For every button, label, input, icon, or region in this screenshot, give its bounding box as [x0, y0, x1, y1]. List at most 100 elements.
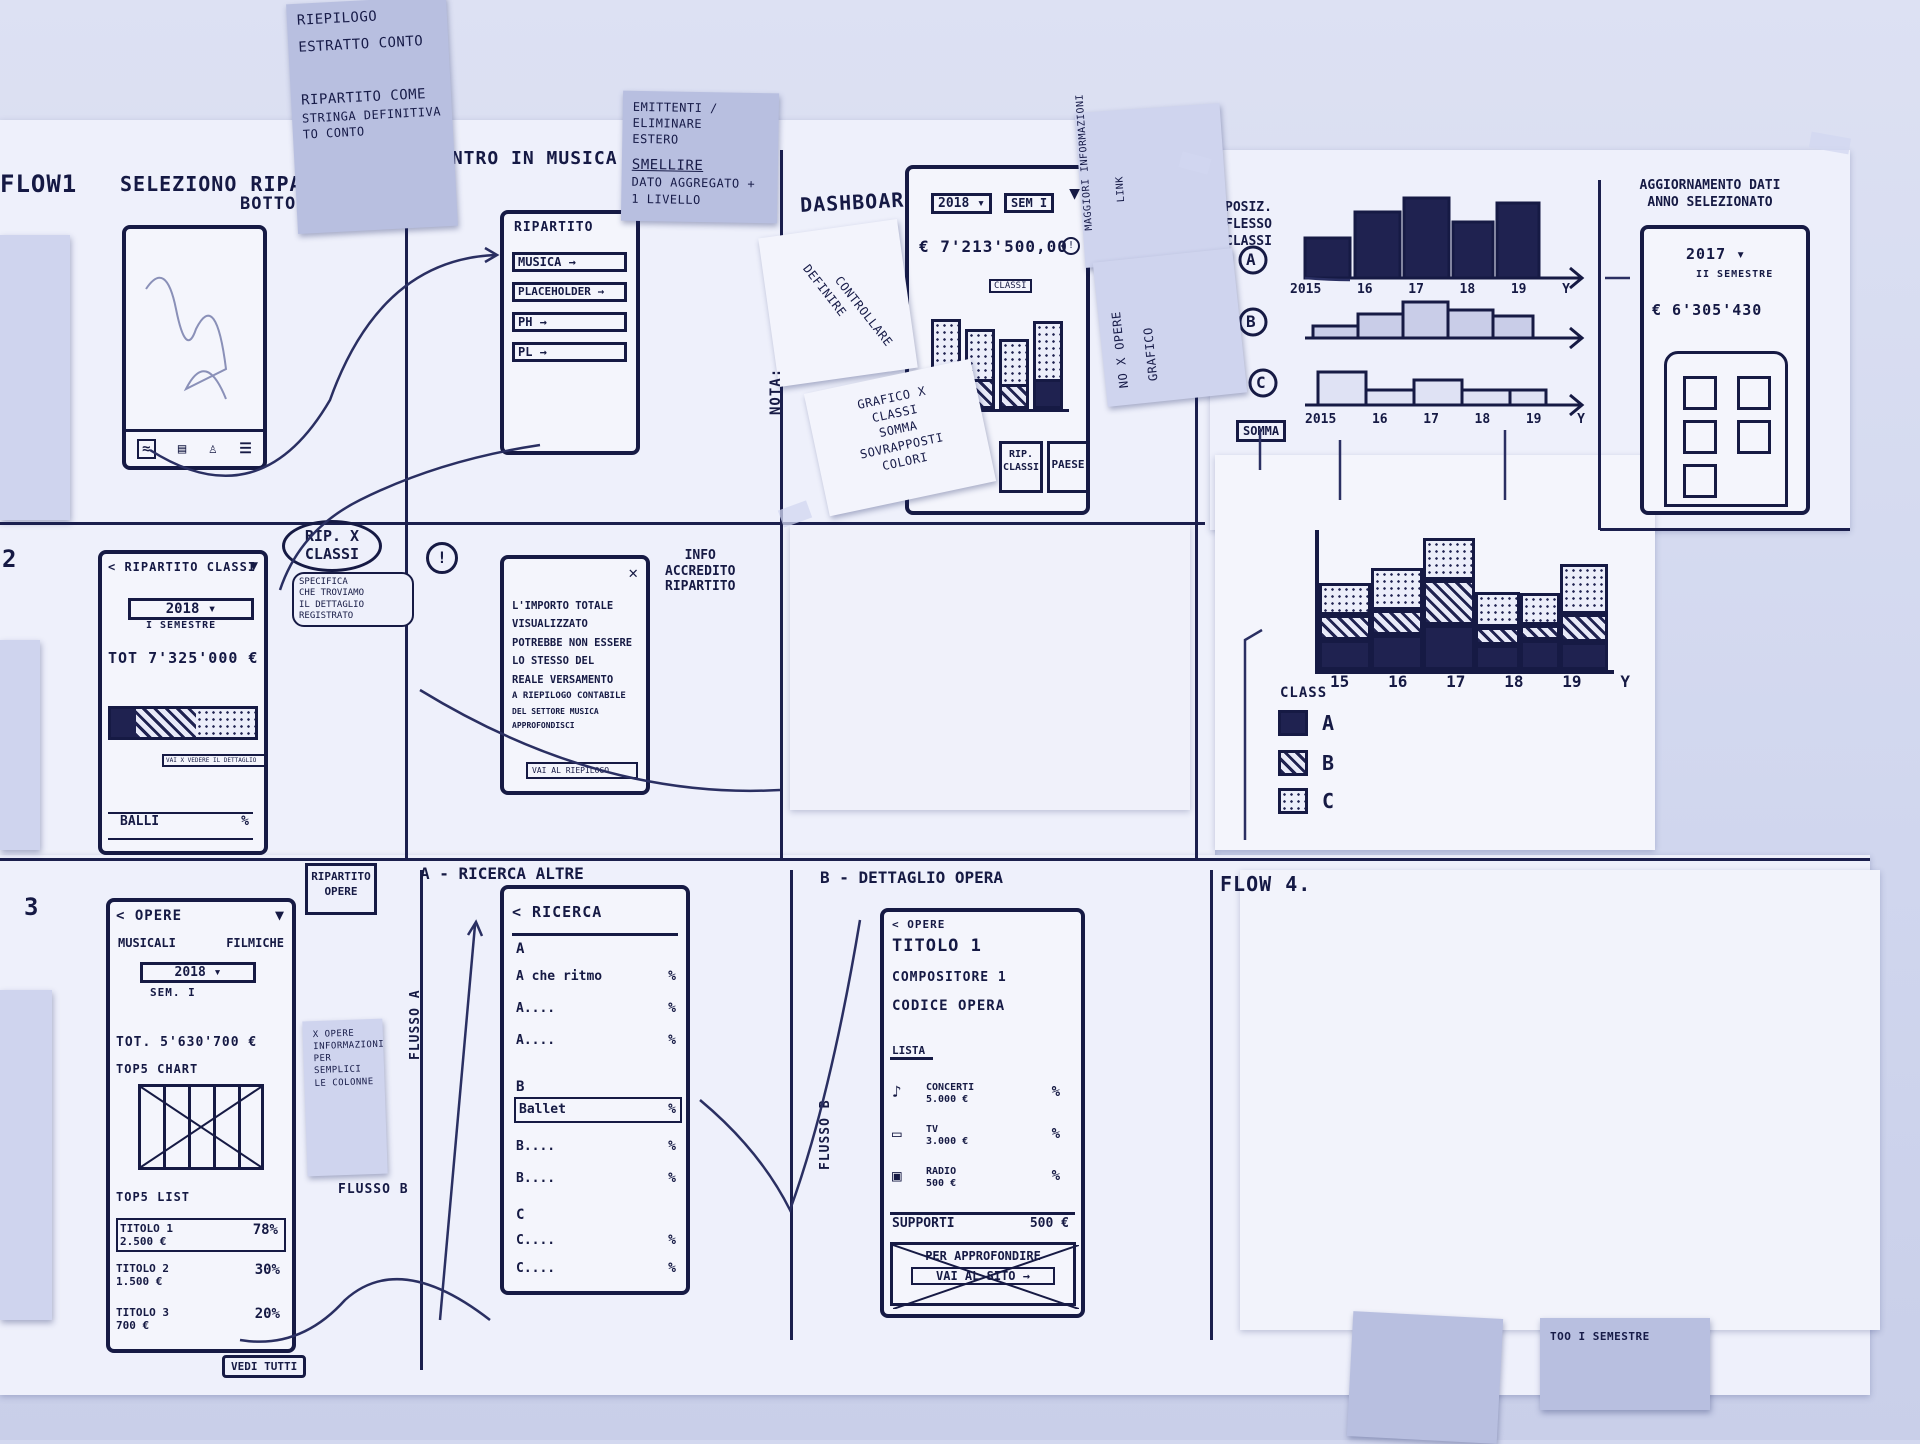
note-line: ESTERO	[632, 132, 679, 147]
opere-year-select[interactable]: 2018 ▾	[140, 962, 256, 983]
update-title: AGGIORNAMENTO DATI ANNO SELEZIONATO	[1605, 178, 1815, 212]
see-all-button[interactable]: VEDI TUTTI	[222, 1355, 307, 1378]
flow1-phone-home: ≈ ▤ ♙ ☰	[122, 225, 267, 470]
menu-item-musica[interactable]: MUSICA →	[512, 252, 627, 272]
close-icon[interactable]: ✕	[628, 563, 638, 582]
user-tab-icon[interactable]: ♙	[208, 441, 218, 457]
dash-class-button[interactable]: CLASSI	[989, 279, 1032, 293]
top-list-item-3[interactable]: TITOLO 3 700 € 20%	[116, 1306, 286, 1332]
info-icon[interactable]: !	[1062, 237, 1080, 255]
stacked-segment-c	[1560, 564, 1608, 614]
flow4-blank-sheet	[1240, 870, 1880, 1330]
row-label: B....	[516, 1139, 556, 1154]
stacked-segment-b	[1520, 625, 1560, 640]
grid-tile[interactable]	[1737, 376, 1771, 410]
menu-item-pl[interactable]: PL →	[512, 342, 627, 362]
stacked-segment-c	[1475, 592, 1520, 627]
ricerca-row[interactable]: C....%	[516, 1261, 676, 1276]
year-tick: 17	[1446, 672, 1466, 691]
grid-horizontal-1	[0, 522, 1205, 525]
dash-sem-value: SEM I	[1011, 196, 1048, 210]
bubble-note: SPECIFICA CHE TROVIAMO IL DETTAGLIO REGI…	[292, 572, 414, 627]
modal-line: POTREBBE NON ESSERE	[512, 636, 633, 649]
legend-swatch-a	[1278, 710, 1308, 736]
ricerca-row-selected[interactable]: Ballet%	[514, 1097, 682, 1123]
flusso-b-label: FLUSSO B	[338, 1182, 409, 1197]
modal-line: REALE VERSAMENTO	[512, 673, 614, 686]
classes-semester: I SEMESTRE	[146, 620, 217, 631]
row-pct: %	[668, 1033, 676, 1048]
balli-label: BALLI	[120, 814, 160, 829]
dash-year-select[interactable]: 2018 ▾	[931, 193, 992, 214]
warning-icon: !	[426, 542, 458, 574]
filter-icon[interactable]: ▼	[274, 906, 284, 924]
ricerca-header: < RICERCA	[512, 903, 603, 921]
stacked-segment-c	[1371, 568, 1423, 610]
stacked-segment-b	[1371, 610, 1423, 635]
grid-horizontal-2	[0, 858, 1870, 861]
sticky-note-no-opere: NO X OPERE GRAFICO	[1092, 248, 1248, 407]
ricerca-row[interactable]: A che ritmo%	[516, 969, 676, 984]
stacked-segment-a	[1475, 645, 1520, 670]
dettaglio-phone: < OPERE TITOLO 1 COMPOSITORE 1 CODICE OP…	[880, 908, 1085, 1318]
note-line: SMELLIRE	[631, 156, 704, 174]
dash-rip-classi-button[interactable]: RIP. CLASSI	[999, 441, 1043, 493]
work-code: CODICE OPERA	[892, 998, 1006, 1014]
ricerca-row[interactable]: C....%	[516, 1233, 676, 1248]
classes-row-balli[interactable]: BALLI %	[108, 812, 253, 840]
sticky-note-definire: DEFINIRE CONTROLLARE	[758, 218, 918, 388]
dash-sem-select[interactable]: SEM I	[1004, 193, 1055, 213]
dash-paese-button[interactable]: PAESE	[1047, 441, 1089, 493]
row-pct: %	[668, 1233, 676, 1248]
grid-tile[interactable]	[1737, 420, 1771, 454]
info-title-line: INFO	[684, 548, 716, 563]
tv-icon: ▭	[892, 1124, 902, 1143]
legend-title: CLASS	[1280, 685, 1328, 701]
opere-tab-musicali[interactable]: MUSICALI	[118, 936, 176, 950]
row-label: C....	[516, 1261, 556, 1276]
grid-tile[interactable]	[1683, 376, 1717, 410]
modal-riepilogo-button[interactable]: VAI AL RIEPILOGO	[526, 762, 638, 779]
ricerca-row[interactable]: A....%	[516, 1033, 676, 1048]
section-a: A	[516, 941, 526, 957]
note-line: GRAFICO	[1140, 326, 1161, 382]
lista-tab[interactable]: LISTA	[890, 1044, 934, 1060]
legend-item-c: C	[1278, 788, 1334, 814]
stacked-segment-a	[1319, 640, 1371, 670]
grid-tile[interactable]	[1683, 464, 1717, 498]
list-tab-icon[interactable]: ▤	[177, 441, 187, 457]
item-title: TITOLO 3	[116, 1306, 169, 1319]
top-list-item-2[interactable]: TITOLO 2 1.500 € 30%	[116, 1262, 286, 1288]
classes-bar-segment-c	[196, 709, 255, 737]
note-line: ESTRATTO CONTO	[297, 33, 424, 56]
rip-classi-bubble: RIP. X CLASSI	[282, 520, 382, 572]
row-amount: 500 €	[926, 1178, 957, 1189]
filter-icon[interactable]: ▼	[1069, 183, 1080, 204]
ricerca-row[interactable]: B....%	[516, 1139, 676, 1154]
menu-header: RIPARTITO	[514, 220, 594, 235]
ricerca-row[interactable]: A....%	[516, 1001, 676, 1016]
stacked-segment-a	[1423, 625, 1475, 670]
menu-item-ph[interactable]: PH →	[512, 312, 627, 332]
grid-horizontal-3	[1600, 528, 1850, 531]
ricerca-row[interactable]: B....%	[516, 1171, 676, 1186]
classes-detail-button[interactable]: VAI X VEDERE IL DETTAGLIO	[162, 754, 268, 767]
filter-icon[interactable]: ▼	[249, 558, 258, 574]
settings-tab-icon[interactable]: ☰	[239, 441, 252, 457]
item-pct: 30%	[254, 1262, 280, 1278]
chart-tab-icon[interactable]: ≈	[137, 439, 156, 459]
classes-year-select[interactable]: 2018 ▾	[128, 598, 254, 620]
opere-tab-filmiche[interactable]: FILMICHE	[226, 936, 284, 950]
grid-tile[interactable]	[1683, 420, 1717, 454]
row-label-a: A	[1246, 250, 1257, 269]
blank-panel	[790, 525, 1190, 810]
legend-swatch-c	[1278, 788, 1308, 814]
menu-item-placeholder[interactable]: PLACEHOLDER →	[512, 282, 627, 302]
info-title-line: ACCREDITO	[665, 563, 736, 579]
top-list-item-1[interactable]: TITOLO 1 2.500 € 78%	[116, 1218, 286, 1252]
bottom-note	[1346, 1311, 1504, 1444]
